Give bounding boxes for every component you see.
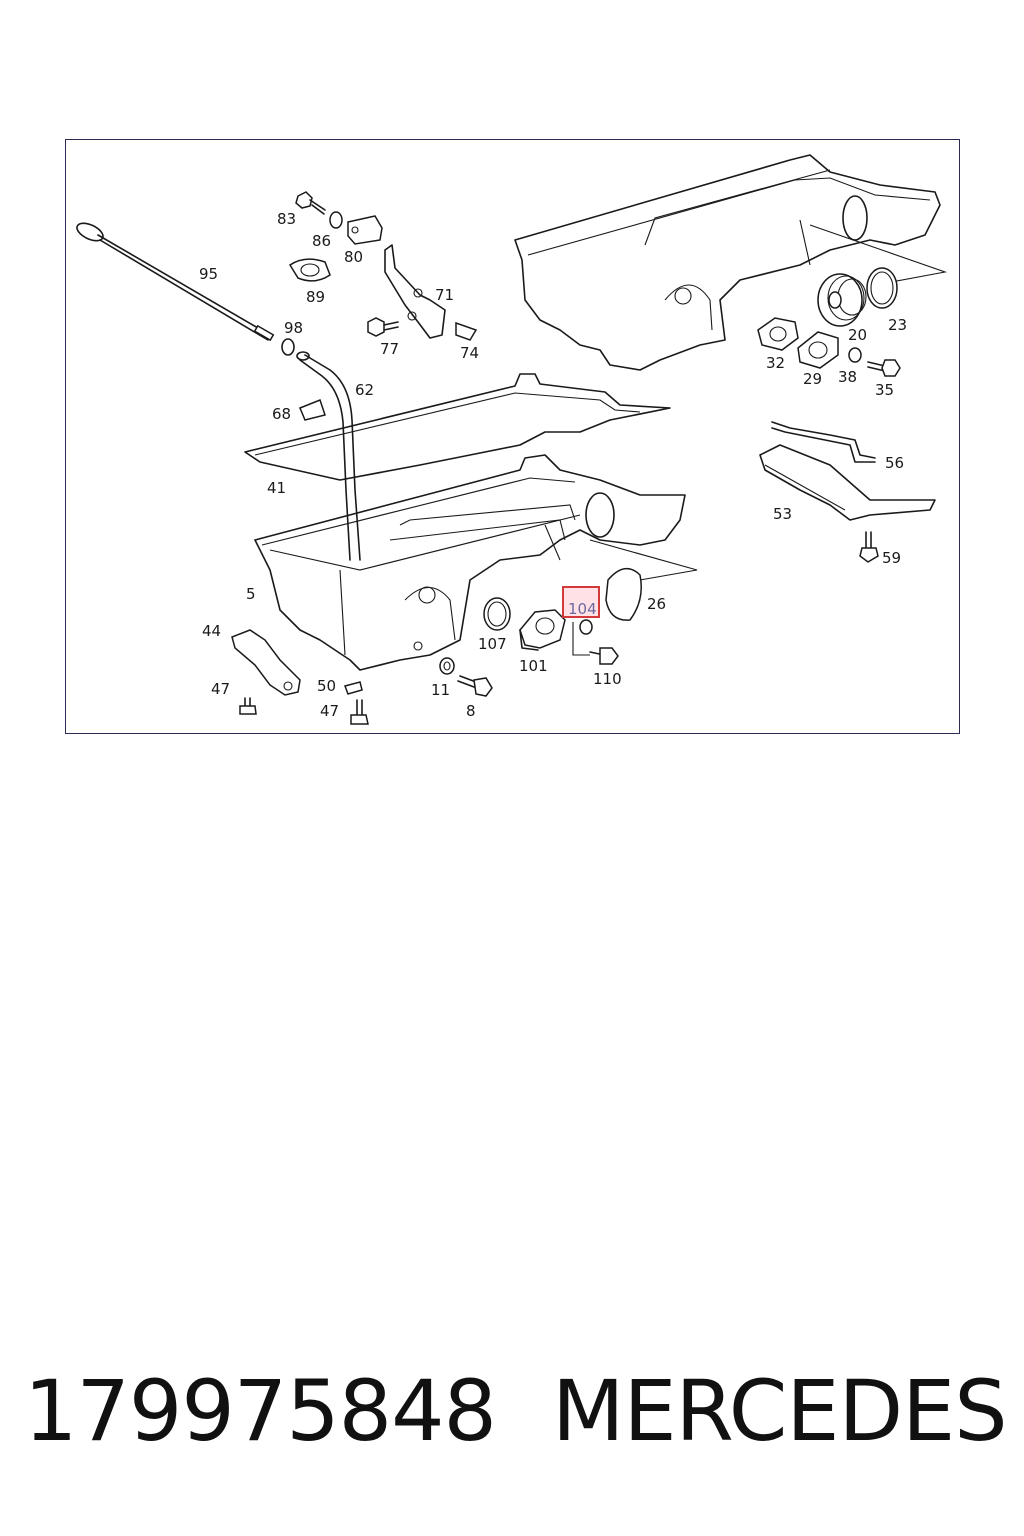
label-35: 35: [875, 381, 894, 399]
label-83: 83: [277, 210, 296, 228]
cover-26: [605, 567, 642, 621]
bolt-47b: [350, 699, 369, 725]
label-71: 71: [435, 286, 454, 304]
label-74: 74: [460, 344, 479, 362]
flange-29: [797, 331, 839, 369]
gasket-32: [757, 317, 799, 351]
label-38: 38: [838, 368, 857, 386]
label-101: 101: [519, 657, 548, 675]
pulley-20: [817, 273, 867, 327]
bolt-83: [295, 191, 326, 215]
label-110: 110: [593, 670, 622, 688]
lower-oil-pan: [254, 454, 698, 671]
label-5: 5: [246, 585, 256, 603]
label-56: 56: [885, 454, 904, 472]
label-107: 107: [478, 635, 507, 653]
washer-38: [848, 347, 862, 363]
label-62: 62: [355, 381, 374, 399]
bolt-35: [867, 359, 901, 377]
oil-pan-gasket: [244, 373, 671, 481]
clip-74: [455, 321, 478, 341]
part-labels: 83 86 80 95 89 71 98 77 74 62 68 41 5 44…: [199, 210, 907, 720]
label-53: 53: [773, 505, 792, 523]
label-44: 44: [202, 622, 221, 640]
label-8: 8: [466, 702, 476, 720]
label-68: 68: [272, 405, 291, 423]
label-98: 98: [284, 319, 303, 337]
bolt-110: [572, 622, 619, 665]
label-86: 86: [312, 232, 331, 250]
dipstick: [76, 222, 275, 342]
bracket-44: [231, 629, 301, 696]
bracket-80: [347, 215, 383, 245]
bolt-77: [367, 317, 399, 337]
label-47b: 47: [320, 702, 339, 720]
washer-11: [439, 657, 455, 675]
label-59: 59: [882, 549, 901, 567]
label-89: 89: [306, 288, 325, 306]
oil-level-sensor-101: [519, 609, 566, 651]
bolt-47a: [239, 697, 257, 715]
clip-68: [299, 399, 326, 421]
label-41: 41: [267, 479, 286, 497]
label-26: 26: [647, 595, 666, 613]
highlighted-part-104[interactable]: 104: [562, 586, 600, 618]
washer-50: [344, 681, 363, 695]
support-71: [384, 244, 446, 339]
o-ring-107: [483, 597, 511, 631]
seal-ring-104: [579, 619, 593, 635]
bolt-59: [859, 531, 879, 563]
label-95: 95: [199, 265, 218, 283]
label-29: 29: [803, 370, 822, 388]
label-50: 50: [317, 677, 336, 695]
clamp-89: [288, 258, 331, 282]
dipstick-tube: [281, 338, 361, 561]
label-11: 11: [431, 681, 450, 699]
exploded-parts-diagram: 83 86 80 95 89 71 98 77 74 62 68 41 5 44…: [76, 154, 948, 725]
label-47a: 47: [211, 680, 230, 698]
seal-23: [866, 267, 898, 309]
label-20: 20: [848, 326, 867, 344]
bracket-53: [759, 421, 936, 521]
upper-oil-pan: [514, 154, 948, 371]
highlight-box: [562, 586, 600, 618]
washer-86: [329, 211, 343, 229]
label-77: 77: [380, 340, 399, 358]
part-number: 179975848: [24, 1362, 497, 1460]
brand-name: MERCEDES: [552, 1362, 1008, 1460]
label-80: 80: [344, 248, 363, 266]
label-23: 23: [888, 316, 907, 334]
label-104: 104: [568, 600, 597, 618]
label-32: 32: [766, 354, 785, 372]
drain-plug-8: [457, 675, 493, 697]
